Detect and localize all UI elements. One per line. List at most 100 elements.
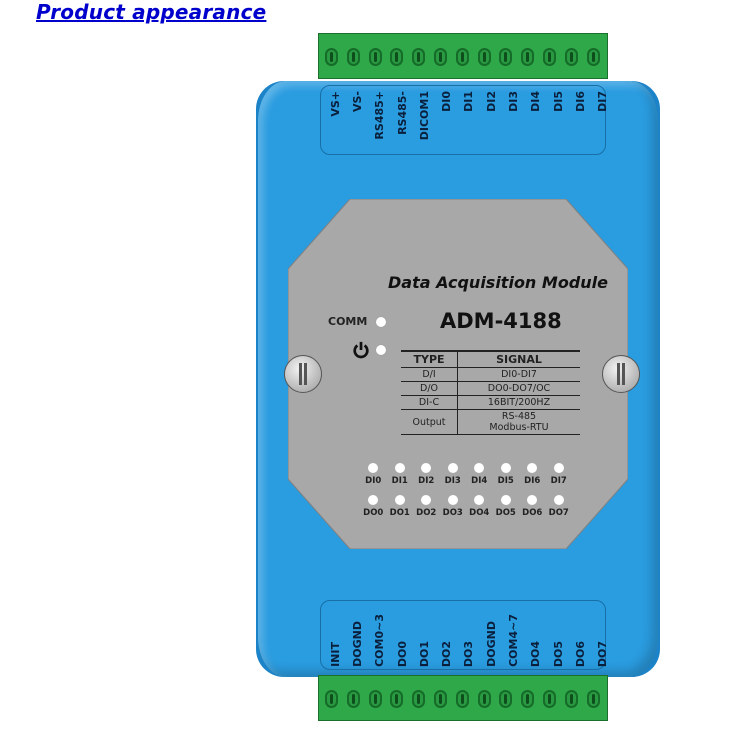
pin-label: DICOM1 — [413, 91, 435, 153]
pin-label: COM0~3 — [369, 605, 391, 667]
led-dot — [553, 495, 564, 505]
spec-cell: D/O — [401, 381, 458, 396]
led-dot — [474, 463, 485, 473]
pin-label: VS+ — [324, 91, 346, 153]
spec-cell: Output — [401, 409, 458, 435]
pin-label-text: COM0~3 — [373, 614, 387, 667]
led-label: DO2 — [416, 508, 437, 518]
spec-header-cell: TYPE — [401, 350, 458, 368]
pin-label-text: DO2 — [440, 640, 454, 667]
led-dot — [394, 463, 405, 473]
io-led: DI3 — [440, 463, 467, 486]
pin-label-text: DOGND — [350, 621, 364, 667]
led-label: DI0 — [365, 476, 382, 486]
led-label: DO5 — [495, 508, 516, 518]
pin-label: INIT — [324, 605, 346, 667]
pin-label-text: DI6 — [573, 91, 587, 112]
io-led: DO0 — [360, 495, 387, 518]
pin-label-text: VS+ — [328, 91, 342, 117]
terminal-screw — [325, 48, 338, 66]
pin-label: DI3 — [502, 91, 524, 153]
led-label: DO3 — [442, 508, 463, 518]
pin-label-text: DICOM1 — [417, 91, 431, 141]
led-dot — [527, 463, 538, 473]
led-label: DO1 — [389, 508, 410, 518]
device-title: Data Acquisition Module — [388, 273, 608, 292]
pin-label: DI7 — [592, 91, 614, 153]
left-mounting-screw — [284, 355, 322, 393]
pin-label: DI2 — [480, 91, 502, 153]
pin-label: DO2 — [435, 605, 457, 667]
pin-label: DO5 — [547, 605, 569, 667]
io-led: DI0 — [360, 463, 387, 486]
terminal-screw — [499, 48, 513, 66]
top-pin-label-box — [320, 85, 606, 155]
pin-label-text: DI7 — [596, 91, 610, 112]
spec-cell: DI-C — [401, 395, 458, 410]
comm-led — [376, 317, 386, 327]
pin-label: DO1 — [413, 605, 435, 667]
terminal-screw — [543, 48, 556, 66]
spec-cell: RS-485 Modbus-RTU — [457, 409, 580, 435]
pin-label: DO4 — [525, 605, 547, 667]
pin-label: DI1 — [458, 91, 480, 153]
pin-label-text: DOGND — [484, 621, 498, 667]
led-dot — [500, 495, 511, 505]
io-led: DO6 — [519, 495, 546, 518]
led-dot — [421, 463, 432, 473]
pin-label: DO0 — [391, 605, 413, 667]
terminal-screw — [521, 690, 535, 708]
io-led: DO7 — [546, 495, 573, 518]
terminal-screw — [390, 48, 404, 66]
terminal-screw — [521, 48, 535, 66]
section-heading-link[interactable]: Product appearance — [36, 0, 267, 24]
terminal-screw — [368, 48, 382, 66]
led-label: DI1 — [391, 476, 408, 486]
pin-label-text: DI5 — [551, 91, 565, 112]
io-led: DI2 — [413, 463, 440, 486]
comm-label: COMM — [328, 315, 368, 328]
pin-label-text: RS485- — [395, 91, 409, 135]
led-label: DO4 — [469, 508, 490, 518]
pin-label: DO7 — [592, 605, 614, 667]
bottom-pin-label-box — [320, 600, 606, 670]
led-dot — [474, 495, 485, 505]
led-dot — [447, 495, 458, 505]
pin-label: DOGND — [346, 605, 368, 667]
bottom-terminal-block — [318, 675, 608, 721]
terminal-screw — [543, 690, 556, 708]
led-dot — [368, 463, 379, 473]
terminal-screw — [455, 48, 469, 66]
pin-label: RS485+ — [369, 91, 391, 153]
terminal-screw — [564, 690, 578, 708]
pin-label: DI4 — [525, 91, 547, 153]
pin-label-text: DO3 — [462, 640, 476, 667]
terminal-screw — [346, 48, 360, 66]
terminal-screw — [412, 690, 426, 708]
led-label: DI6 — [524, 476, 541, 486]
pin-label-text: DI3 — [507, 91, 521, 112]
terminal-screw — [477, 690, 491, 708]
power-led — [376, 345, 386, 355]
pin-label-text: DI0 — [440, 91, 454, 112]
led-dot — [527, 495, 538, 505]
pin-label: RS485- — [391, 91, 413, 153]
led-label: DI5 — [497, 476, 514, 486]
terminal-screw — [477, 48, 491, 66]
terminal-screw — [499, 690, 513, 708]
terminal-screw — [586, 690, 600, 708]
right-mounting-screw — [602, 355, 640, 393]
pin-label: DO3 — [458, 605, 480, 667]
io-led: DI1 — [387, 463, 414, 486]
spec-cell: 16BIT/200HZ — [457, 395, 580, 410]
io-led: DI5 — [493, 463, 520, 486]
led-label: DI3 — [444, 476, 461, 486]
terminal-screw — [455, 690, 469, 708]
io-led: DO5 — [493, 495, 520, 518]
pin-label: DOGND — [480, 605, 502, 667]
